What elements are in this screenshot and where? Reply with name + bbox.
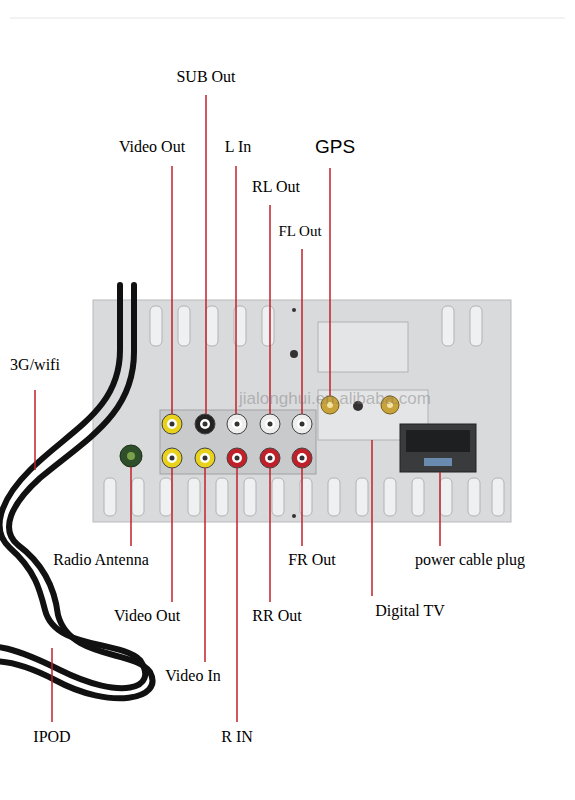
- port-label: RL Out: [252, 178, 300, 196]
- power-plug: [400, 424, 476, 472]
- rca-block: [160, 410, 316, 474]
- port-label: R IN: [221, 728, 253, 746]
- port-label: RR Out: [252, 607, 301, 625]
- port-label: Digital TV: [375, 602, 444, 620]
- cables: [0, 285, 153, 698]
- top-rule: [10, 18, 565, 19]
- port-label: L In: [225, 138, 252, 156]
- port-label: FL Out: [278, 223, 321, 240]
- screw-hole: [292, 308, 296, 312]
- port-label: SUB Out: [176, 68, 235, 86]
- screw-hole: [290, 350, 298, 358]
- port-label: GPS: [315, 137, 355, 158]
- antenna-pin: [127, 452, 135, 460]
- antenna-socket: [120, 445, 142, 467]
- port-label: 3G/wifi: [10, 356, 60, 374]
- port-label: Video Out: [119, 138, 185, 156]
- screw-hole: [292, 514, 296, 518]
- plug-latch: [424, 458, 452, 466]
- panel-recess: [318, 322, 408, 372]
- port-label: Video Out: [114, 607, 180, 625]
- port-label: FR Out: [288, 551, 336, 569]
- plug-pins: [406, 430, 470, 452]
- port-label: power cable plug: [415, 551, 525, 569]
- watermark: jialonghui.en.alibaba.com: [239, 390, 431, 409]
- port-label: Radio Antenna: [53, 551, 149, 569]
- leader-lines: [35, 95, 440, 722]
- port-label: Video In: [165, 667, 220, 685]
- vent-slots: [104, 306, 504, 516]
- rca-jacks: [162, 414, 312, 468]
- port-label: IPOD: [33, 728, 70, 746]
